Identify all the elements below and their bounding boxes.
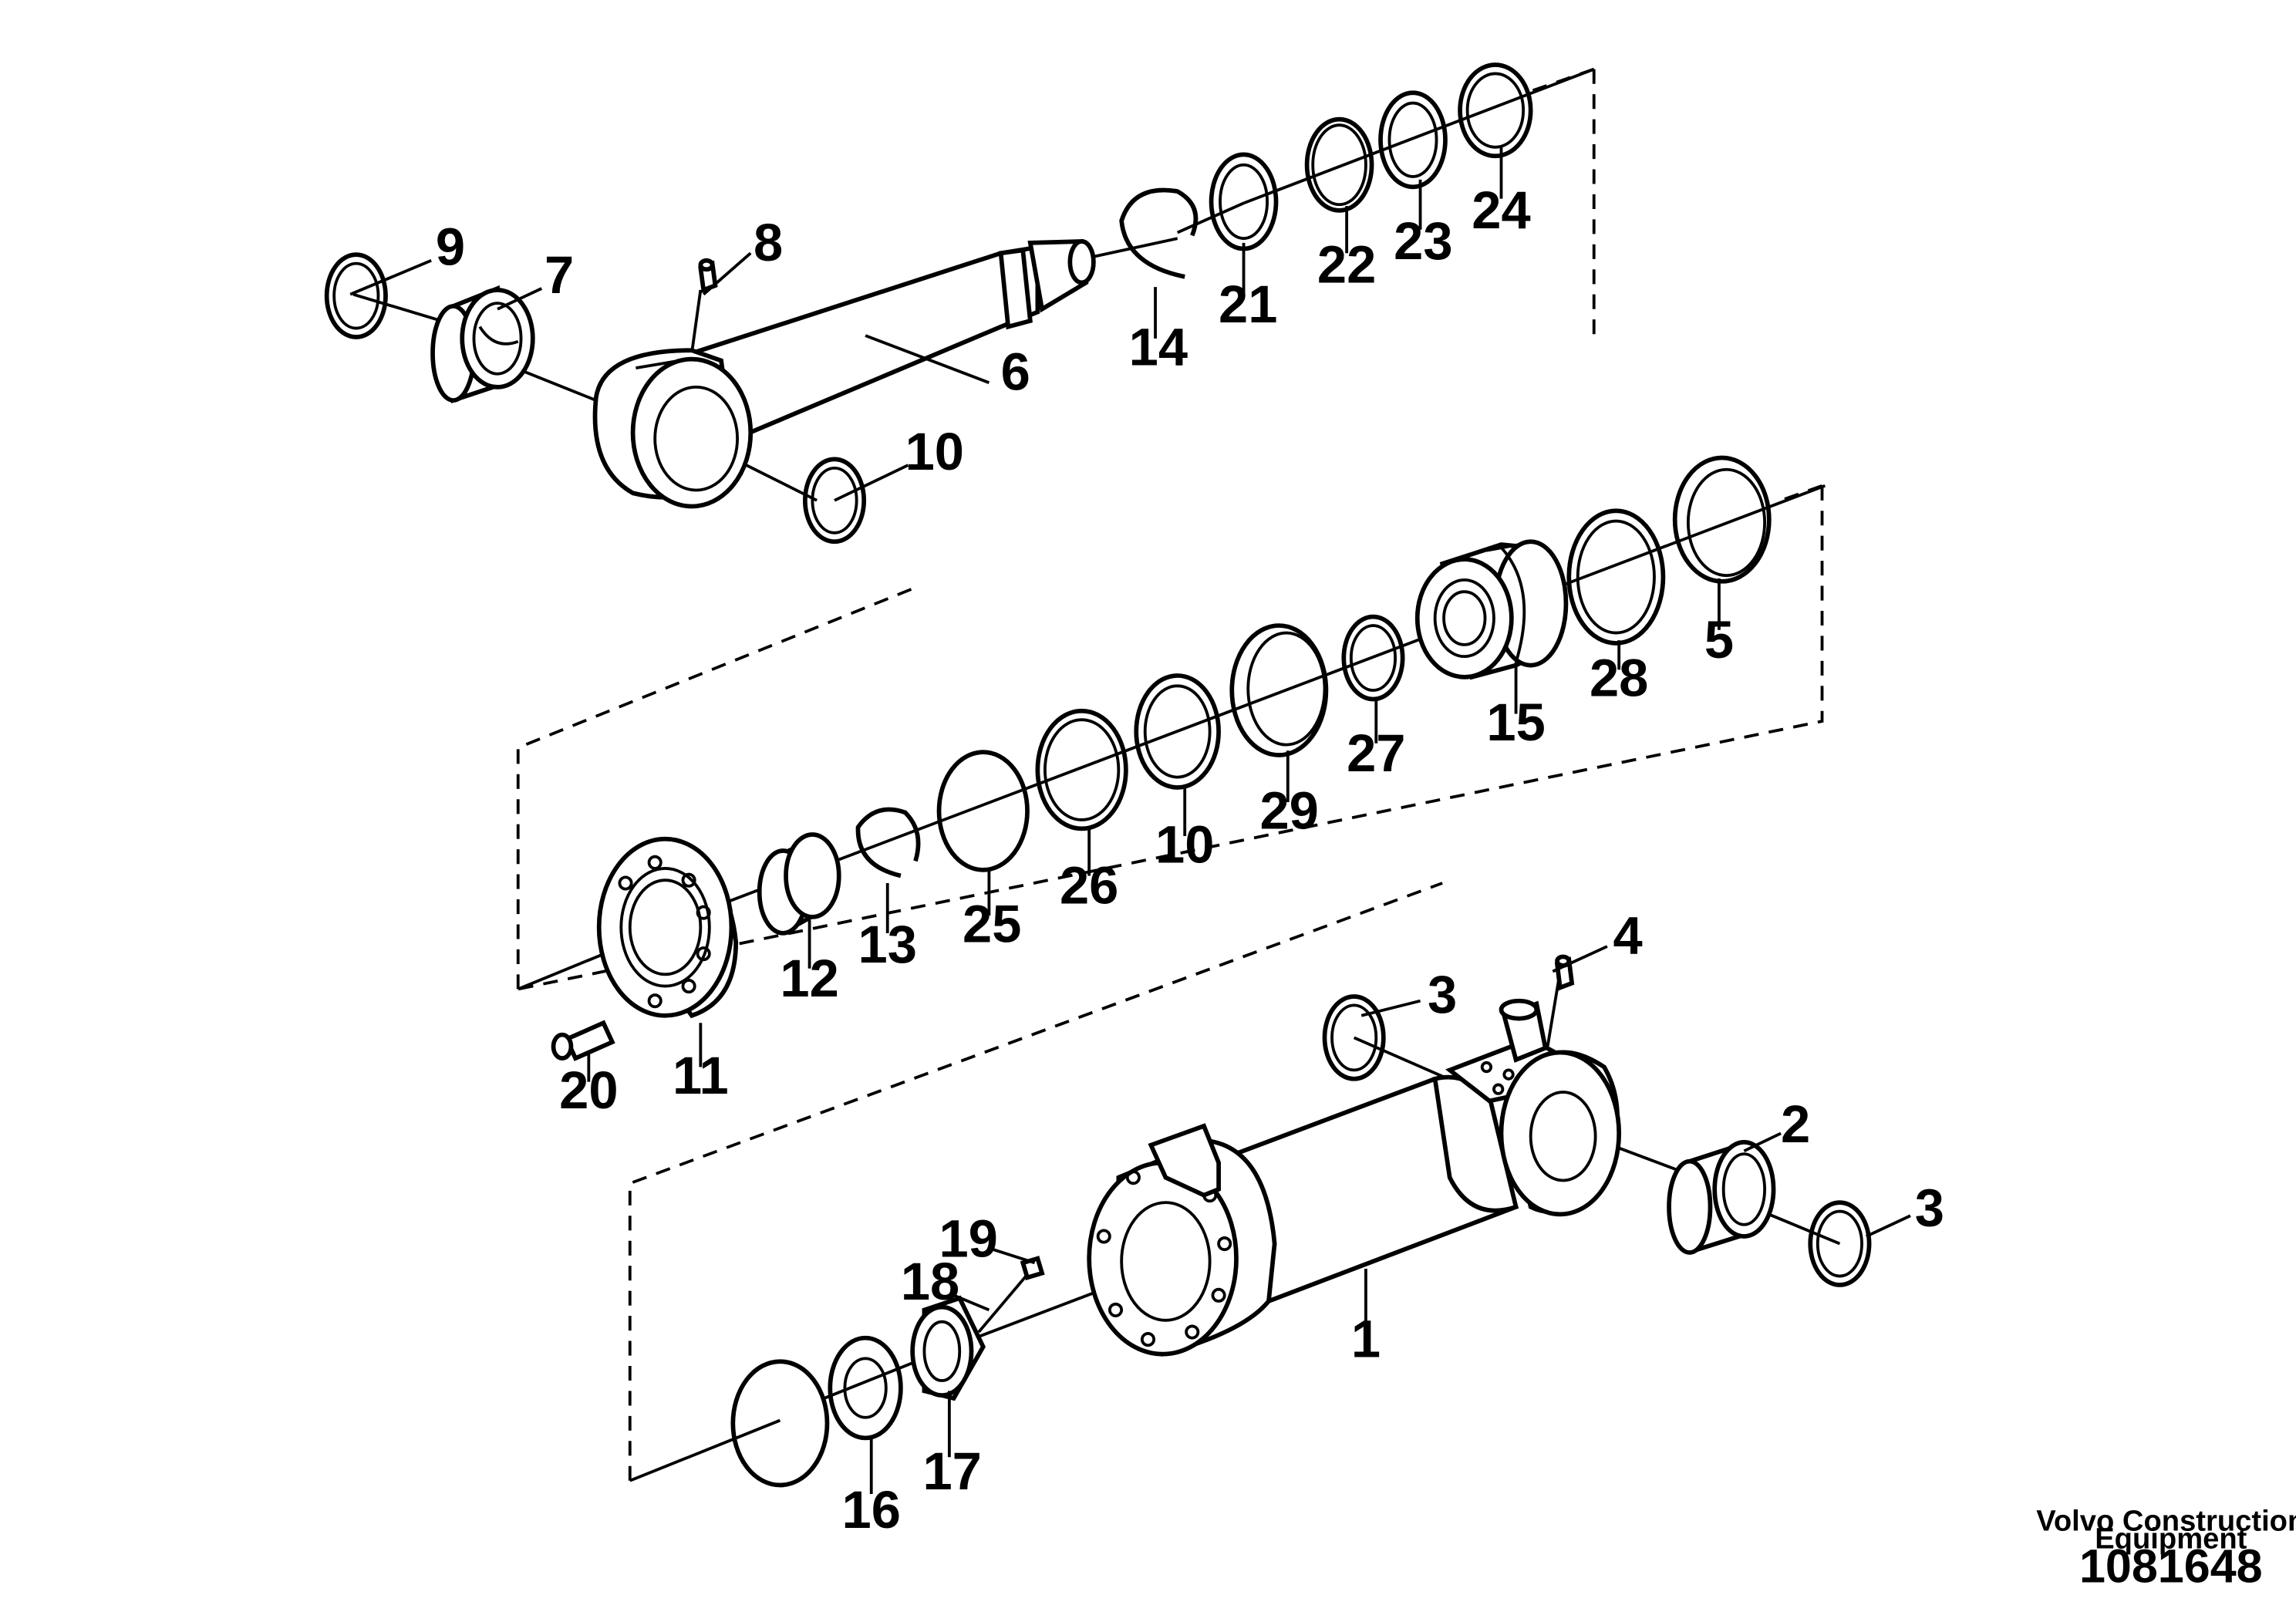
callout-27: 27	[1347, 723, 1405, 783]
callout-28: 28	[1590, 649, 1648, 708]
callout-10a: 10	[905, 422, 964, 481]
screw-19	[1020, 1256, 1045, 1281]
piston-15	[1414, 539, 1569, 680]
brand-line-2: Equipment	[2095, 1523, 2247, 1556]
callout-5: 5	[1704, 610, 1734, 669]
o-ring-27	[1341, 614, 1405, 702]
callout-23: 23	[1394, 211, 1452, 271]
seal-26	[1035, 708, 1128, 831]
callout-15: 15	[1486, 693, 1545, 752]
guide-ring-5	[1672, 455, 1772, 584]
callout-25: 25	[963, 894, 1021, 953]
callout-4: 4	[1613, 906, 1643, 966]
callout-9: 9	[436, 218, 465, 277]
callout-6: 6	[1001, 342, 1030, 402]
snap-ring-13	[855, 807, 921, 878]
brand-line-1: Volvo Construction	[2036, 1505, 2296, 1538]
callout-1: 1	[1351, 1309, 1381, 1368]
bushing-7	[430, 285, 535, 404]
seal-28	[1566, 508, 1666, 646]
seal-ring-3a	[1322, 994, 1386, 1081]
cylinder-group	[730, 954, 1872, 1488]
piston-rod-6	[592, 239, 1096, 509]
piston-rod-group	[324, 62, 1533, 545]
callout-2: 2	[1781, 1094, 1810, 1154]
callout-21: 21	[1219, 275, 1277, 334]
seal-25	[936, 750, 1030, 872]
cylinder-tube-1	[1087, 998, 1622, 1357]
callout-26: 26	[1060, 856, 1118, 916]
callout-12: 12	[780, 949, 838, 1008]
seal-ring-10a	[802, 457, 867, 545]
wiper-ring-9	[324, 252, 388, 339]
document-number: 1081648	[2079, 1539, 2263, 1592]
seal-22	[1304, 116, 1374, 213]
cylinder-head-11	[596, 836, 739, 1019]
bushing-2	[1667, 1140, 1776, 1255]
callout-labels: 1 2 3 3 4 5 6 7 8 9 10 10 11 12 13 14 15…	[436, 180, 1944, 1539]
callout-20: 20	[559, 1061, 618, 1120]
callout-22: 22	[1317, 234, 1376, 294]
callout-13: 13	[858, 915, 917, 974]
leader-lines	[349, 147, 1911, 1494]
grease-nipple-4	[1554, 954, 1575, 991]
washer-16	[828, 1335, 903, 1441]
piston-rod-group-outline	[1530, 67, 1596, 336]
seal-ring-3b	[1808, 1200, 1872, 1287]
callout-8: 8	[754, 213, 783, 272]
seal-24	[1458, 62, 1533, 159]
callout-11: 11	[673, 1046, 729, 1105]
piston-group	[551, 455, 1772, 1061]
callout-24: 24	[1472, 180, 1530, 240]
bushing-12	[757, 832, 841, 936]
callout-29: 29	[1259, 781, 1318, 840]
seal-23	[1378, 90, 1448, 190]
snap-ring-14	[1119, 187, 1199, 279]
guide-band-29	[1229, 623, 1329, 757]
callout-3a: 3	[1428, 965, 1457, 1024]
footer: Volvo Construction Equipment 1081648	[2036, 1505, 2296, 1593]
callout-14: 14	[1129, 317, 1188, 376]
callout-18: 18	[901, 1252, 959, 1311]
callout-19: 19	[939, 1209, 997, 1269]
callout-3b: 3	[1915, 1179, 1944, 1238]
callout-16: 16	[842, 1480, 901, 1539]
seal-ring-10b	[1134, 673, 1221, 790]
seal-ring-16	[730, 1359, 830, 1488]
lock-nut-17	[910, 1295, 986, 1401]
callout-7: 7	[544, 245, 574, 305]
callout-10b: 10	[1155, 814, 1214, 874]
bolt-20	[551, 1020, 615, 1061]
callout-17: 17	[922, 1442, 981, 1501]
